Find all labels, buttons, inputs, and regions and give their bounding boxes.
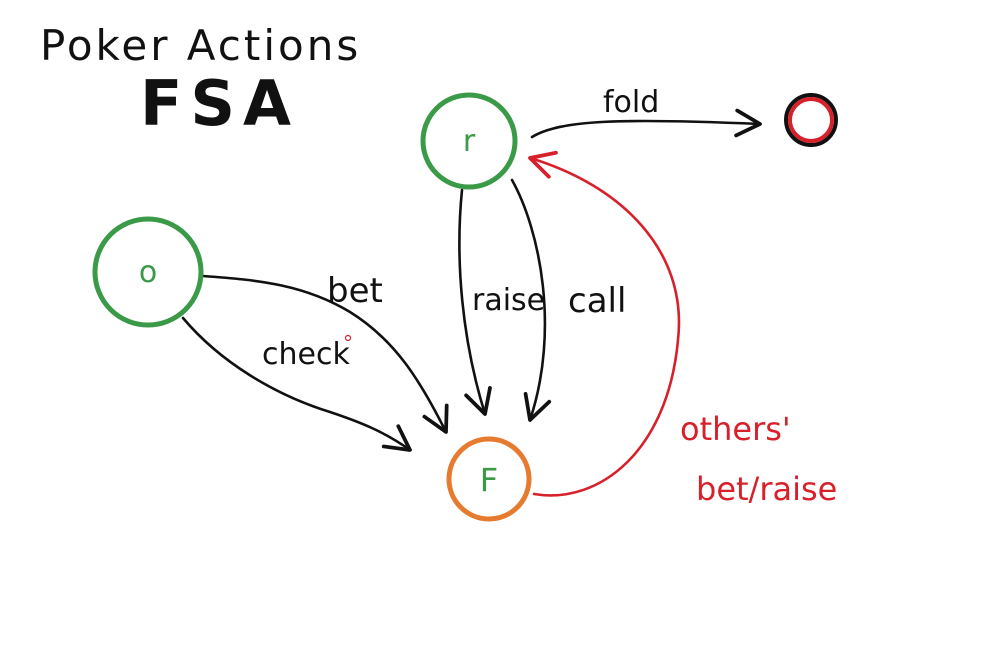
edge-fold — [530, 108, 762, 139]
node-r-label: r — [463, 124, 476, 159]
stray-dot — [344, 334, 352, 342]
edge-label-raise: raise — [472, 283, 545, 318]
node-f-label: F — [480, 461, 498, 499]
node-f: F — [446, 436, 532, 522]
edge-bet — [201, 274, 449, 434]
node-o: o — [92, 216, 204, 328]
node-end — [784, 93, 838, 147]
diagram-subtitle: FSA — [140, 67, 299, 140]
node-o-label: o — [139, 255, 157, 290]
node-r: r — [420, 92, 518, 190]
edge-call — [510, 178, 552, 422]
edge-raise — [458, 188, 492, 416]
edge-label-others-line1: others' — [680, 410, 791, 448]
edge-label-check: check — [262, 337, 350, 372]
diagram-title: Poker Actions — [40, 21, 361, 70]
edge-label-call: call — [568, 281, 626, 321]
edge-label-others-line2: bet/raise — [696, 470, 837, 508]
edge-label-bet: bet — [327, 271, 383, 311]
edge-others-bet-raise — [528, 150, 681, 497]
edge-label-fold: fold — [603, 85, 659, 120]
edge-check — [181, 316, 412, 452]
